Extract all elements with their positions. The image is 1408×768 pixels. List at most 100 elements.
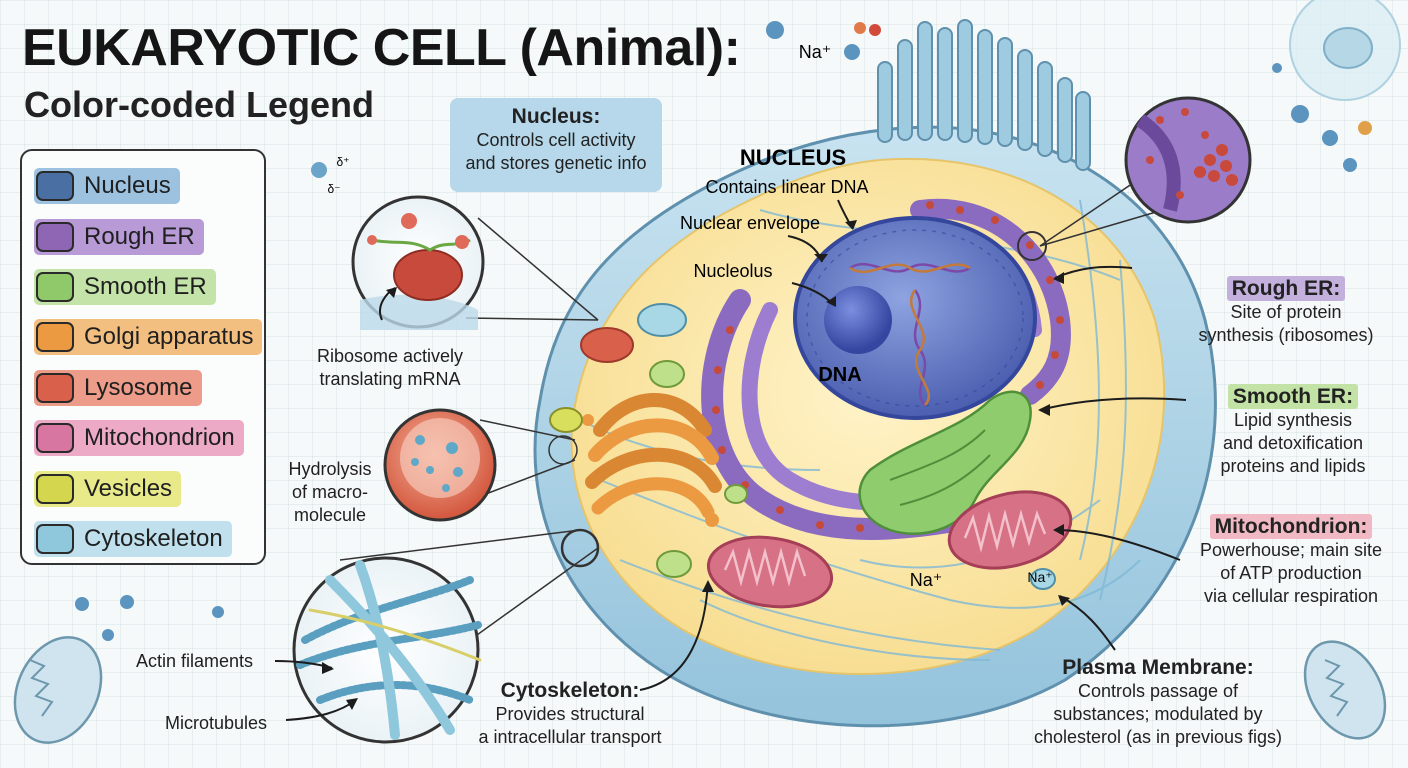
callout-mitochondrion-line2: of ATP production xyxy=(1220,563,1362,583)
callout-smooth-er-line3: proteins and lipids xyxy=(1220,456,1366,476)
legend-label: Golgi apparatus xyxy=(34,319,263,356)
label-hydrolysis: Hydrolysis of macro- molecule xyxy=(280,458,380,527)
callout-plasma-membrane-heading: Plasma Membrane: xyxy=(1062,656,1254,679)
legend-label-text: Mitochondrion xyxy=(84,424,235,452)
legend-label-text: Rough ER xyxy=(84,222,195,250)
label-actin-filaments: Actin filaments xyxy=(136,651,254,671)
decorative-mitochondria xyxy=(13,636,1387,744)
legend-label: Lysosome xyxy=(34,369,202,406)
lysosome-zoom-bubble xyxy=(383,408,578,522)
page-title: EUKARYOTIC CELL (Animal): xyxy=(22,19,741,77)
decorative-molecules xyxy=(75,21,1372,641)
rough-er-zoom-bubble xyxy=(1017,96,1252,261)
callout-smooth-er: Smooth ER: Lipid synthesis and detoxific… xyxy=(1196,384,1390,478)
callout-nucleus-line1: Controls cell activity xyxy=(476,130,636,150)
label-charge-pos: δ⁺ xyxy=(336,155,349,169)
label-na-cell-2: Na⁺ xyxy=(1027,569,1052,585)
label-charge-neg: δ⁻ xyxy=(327,182,340,196)
nucleus xyxy=(793,216,1037,420)
golgi-apparatus xyxy=(582,393,722,527)
label-na-cell-1: Na⁺ xyxy=(910,570,943,590)
legend-swatch xyxy=(36,171,74,202)
callout-rough-er: Rough ER: Site of protein synthesis (rib… xyxy=(1184,276,1388,347)
legend-label: Vesicles xyxy=(34,470,182,507)
microvilli xyxy=(877,19,1091,171)
arrowheads xyxy=(322,220,1070,710)
callout-plasma-membrane-line1: Controls passage of xyxy=(1077,681,1239,701)
label-hydrolysis-line2: of macro- xyxy=(291,482,369,502)
callout-cytoskeleton-line1: Provides structural xyxy=(495,704,645,724)
dna-helix xyxy=(849,262,971,406)
label-nucleus-title: NUCLEUS xyxy=(740,145,846,170)
legend-label: Cytoskeleton xyxy=(34,520,232,557)
legend-label: Rough ER xyxy=(34,218,204,255)
label-hydrolysis-line3: molecule xyxy=(293,505,367,525)
legend-item: Golgi apparatus xyxy=(34,312,264,362)
callout-cytoskeleton-line2: a intracellular transport xyxy=(478,727,662,747)
legend-swatch xyxy=(36,423,74,454)
callout-smooth-er-line2: and detoxification xyxy=(1222,433,1364,453)
legend-label-text: Vesicles xyxy=(84,474,173,502)
callout-nucleus-heading: Nucleus: xyxy=(511,105,601,128)
callout-cytoskeleton-heading: Cytoskeleton: xyxy=(500,679,640,702)
callout-nucleus: Nucleus: Controls cell activity and stor… xyxy=(450,98,662,192)
label-ribosome: Ribosome actively translating mRNA xyxy=(300,345,480,391)
legend-item: Cytoskeleton xyxy=(34,514,264,564)
label-nucleolus: Nucleolus xyxy=(693,261,772,281)
mitochondrion-1 xyxy=(706,535,834,609)
legend-label-text: Nucleus xyxy=(84,172,171,200)
legend-swatch xyxy=(36,473,74,504)
legend-swatch xyxy=(36,322,74,353)
callout-plasma-membrane-line3: cholesterol (as in previous figs) xyxy=(1033,727,1283,747)
callout-mitochondrion: Mitochondrion: Powerhouse; main site of … xyxy=(1184,514,1398,608)
legend-label: Smooth ER xyxy=(34,268,216,305)
smooth-er xyxy=(858,390,1032,535)
label-na-top: Na⁺ xyxy=(799,42,832,62)
ribosome-zoom-bubble xyxy=(351,195,599,330)
callout-plasma-membrane-line2: substances; modulated by xyxy=(1053,704,1263,724)
legend-swatch xyxy=(36,523,74,554)
callout-rough-er-line2: synthesis (ribosomes) xyxy=(1198,325,1374,345)
legend-label-text: Lysosome xyxy=(84,373,193,401)
legend-label-text: Smooth ER xyxy=(84,272,207,300)
legend-item: Vesicles xyxy=(34,463,264,513)
legend-label-text: Cytoskeleton xyxy=(84,524,223,552)
callout-mitochondrion-line3: via cellular respiration xyxy=(1203,586,1379,606)
mitochondrion-2 xyxy=(947,490,1073,570)
label-ribosome-line1: Ribosome actively xyxy=(316,346,464,366)
label-nuclear-envelope: Nuclear envelope xyxy=(680,213,820,233)
legend-label-text: Golgi apparatus xyxy=(84,323,254,351)
label-ribosome-line2: translating mRNA xyxy=(319,369,461,389)
legend-label: Mitochondrion xyxy=(34,420,244,457)
legend-item: Rough ER xyxy=(34,211,264,261)
cytoskeleton-zoom-bubble xyxy=(292,528,600,744)
decorative-cell-corner xyxy=(1289,0,1401,101)
page-subtitle: Color-coded Legend xyxy=(24,84,374,125)
callout-smooth-er-line1: Lipid synthesis xyxy=(1233,410,1353,430)
nucleolus xyxy=(824,286,892,354)
label-contains-dna: Contains linear DNA xyxy=(705,177,868,197)
legend-item: Smooth ER xyxy=(34,262,264,312)
legend-item: Nucleus xyxy=(34,161,264,211)
label-hydrolysis-line1: Hydrolysis xyxy=(288,459,372,479)
legend-swatch xyxy=(36,221,74,252)
vesicles xyxy=(549,303,1056,590)
callout-smooth-er-heading: Smooth ER: xyxy=(1227,384,1359,409)
legend-swatch xyxy=(36,372,74,403)
callout-cytoskeleton: Cytoskeleton: Provides structural a intr… xyxy=(470,678,670,749)
legend-swatch xyxy=(36,271,74,302)
legend-item: Mitochondrion xyxy=(34,413,264,463)
legend-label: Nucleus xyxy=(34,168,180,205)
callout-plasma-membrane: Plasma Membrane: Controls passage of sub… xyxy=(1018,655,1298,749)
label-microtubules: Microtubules xyxy=(165,713,268,733)
callout-mitochondrion-heading: Mitochondrion: xyxy=(1209,514,1373,539)
callout-nucleus-line2: and stores genetic info xyxy=(465,153,647,173)
callout-rough-er-heading: Rough ER: xyxy=(1226,276,1346,301)
label-dna: DNA xyxy=(818,364,861,386)
legend-item: Lysosome xyxy=(34,363,264,413)
callout-rough-er-line1: Site of protein xyxy=(1230,302,1342,322)
callout-mitochondrion-line1: Powerhouse; main site xyxy=(1199,540,1383,560)
ribosome-dots xyxy=(712,201,1064,532)
